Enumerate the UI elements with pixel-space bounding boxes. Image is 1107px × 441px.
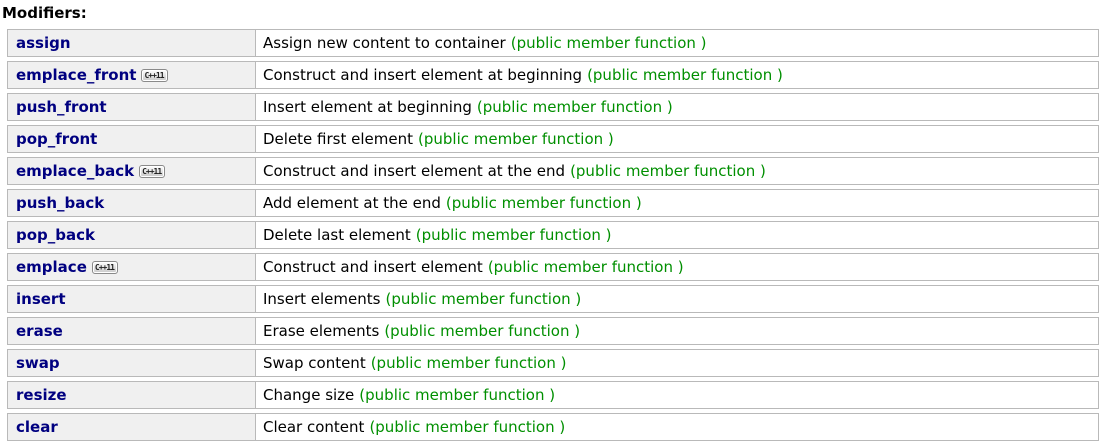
function-description: Insert element at beginning xyxy=(263,98,472,116)
function-kind: (public member function ) xyxy=(359,386,556,404)
table-row: pop_front Delete first element (public m… xyxy=(7,125,1099,153)
assign-link[interactable]: assign xyxy=(16,34,71,52)
function-kind: (public member function ) xyxy=(476,98,673,116)
resize-link[interactable]: resize xyxy=(16,386,67,404)
table-row: swap Swap content (public member functio… xyxy=(7,349,1099,377)
insert-link[interactable]: insert xyxy=(16,290,66,308)
table-row: emplace C++11 Construct and insert eleme… xyxy=(7,253,1099,281)
emplace-back-link[interactable]: emplace_back xyxy=(16,162,135,180)
table-row: insert Insert elements (public member fu… xyxy=(7,285,1099,313)
function-kind: (public member function ) xyxy=(487,258,684,276)
table-row: clear Clear content (public member funct… xyxy=(7,413,1099,441)
cpp11-badge: C++11 xyxy=(139,164,166,178)
pop-front-link[interactable]: pop_front xyxy=(16,130,98,148)
function-description: Erase elements xyxy=(263,322,380,340)
function-description: Construct and insert element xyxy=(263,258,483,276)
table-row: emplace_front C++11 Construct and insert… xyxy=(7,61,1099,89)
push-back-link[interactable]: push_back xyxy=(16,194,105,212)
push-front-link[interactable]: push_front xyxy=(16,98,107,116)
member-functions-table: assign Assign new content to container (… xyxy=(7,29,1099,441)
table-row: assign Assign new content to container (… xyxy=(7,29,1099,57)
section-title: Modifiers: xyxy=(2,4,87,22)
function-description: Add element at the end xyxy=(263,194,441,212)
table-row: pop_back Delete last element (public mem… xyxy=(7,221,1099,249)
erase-link[interactable]: erase xyxy=(16,322,63,340)
function-kind: (public member function ) xyxy=(570,162,766,180)
function-description: Swap content xyxy=(263,354,366,372)
clear-link[interactable]: clear xyxy=(16,418,58,436)
emplace-link[interactable]: emplace xyxy=(16,258,87,276)
function-description: Change size xyxy=(263,386,355,404)
function-description: Assign new content to container xyxy=(263,34,506,52)
function-kind: (public member function ) xyxy=(370,354,567,372)
table-row: push_front Insert element at beginning (… xyxy=(7,93,1099,121)
function-description: Construct and insert element at beginnin… xyxy=(263,66,583,84)
function-kind: (public member function ) xyxy=(418,130,614,148)
function-kind: (public member function ) xyxy=(369,418,566,436)
function-kind: (public member function ) xyxy=(415,226,612,244)
swap-link[interactable]: swap xyxy=(16,354,60,372)
table-row: erase Erase elements (public member func… xyxy=(7,317,1099,345)
cpp11-badge: C++11 xyxy=(91,260,118,274)
function-kind: (public member function ) xyxy=(445,194,642,212)
function-kind: (public member function ) xyxy=(510,34,707,52)
table-row: resize Change size (public member functi… xyxy=(7,381,1099,409)
table-row: emplace_back C++11 Construct and insert … xyxy=(7,157,1099,185)
function-description: Delete first element xyxy=(263,130,413,148)
function-description: Construct and insert element at the end xyxy=(263,162,566,180)
table-row: push_back Add element at the end (public… xyxy=(7,189,1099,217)
function-description: Delete last element xyxy=(263,226,411,244)
function-description: Clear content xyxy=(263,418,365,436)
function-kind: (public member function ) xyxy=(587,66,783,84)
pop-back-link[interactable]: pop_back xyxy=(16,226,96,244)
function-description: Insert elements xyxy=(263,290,381,308)
emplace-front-link[interactable]: emplace_front xyxy=(16,66,137,84)
cpp11-badge: C++11 xyxy=(141,68,168,82)
function-kind: (public member function ) xyxy=(385,290,582,308)
function-kind: (public member function ) xyxy=(384,322,581,340)
